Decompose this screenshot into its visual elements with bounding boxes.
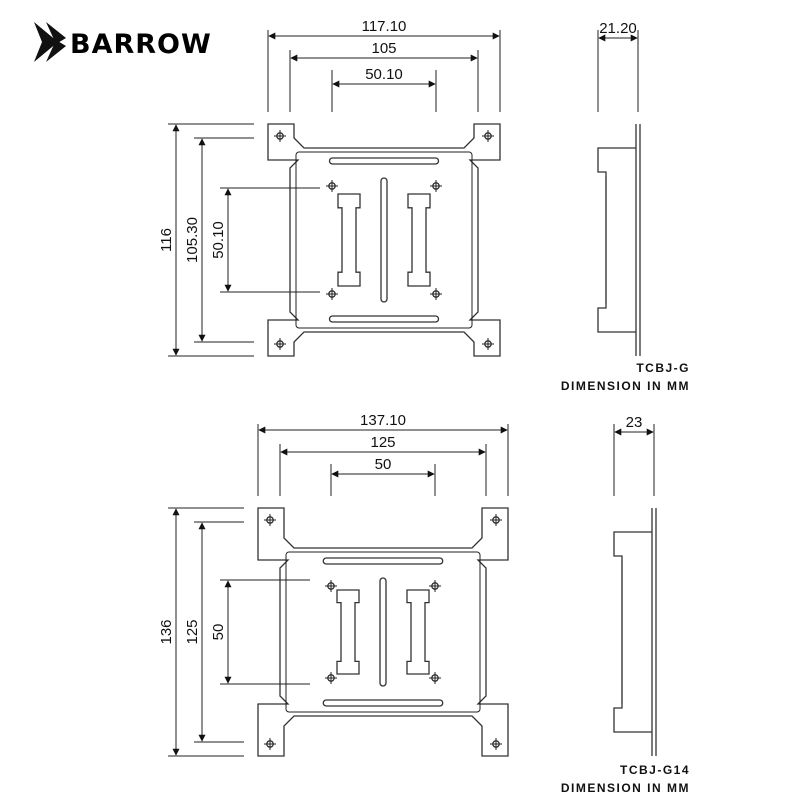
height-mid-label: 105.30 (184, 217, 201, 263)
height-overall-label: 136 (158, 619, 175, 644)
side-depth-label: 23 (626, 414, 643, 431)
width-mid-label: 125 (370, 434, 395, 451)
dimension-note: DIMENSION IN MM (561, 379, 690, 393)
height-inner-label: 50.10 (210, 221, 227, 259)
right-cutout (406, 589, 430, 675)
width-mid-label: 105 (371, 40, 396, 57)
left-cutout (336, 589, 360, 675)
barrow-emblem-icon (34, 22, 66, 62)
model-code: TCBJ-G14 (620, 763, 690, 777)
top-slot (322, 557, 444, 565)
plate-border (295, 151, 473, 329)
bottom-slot (322, 699, 444, 707)
bracket-outline (257, 507, 509, 757)
model-code: TCBJ-G (636, 361, 690, 375)
center-slot (380, 177, 388, 303)
width-inner-label: 50 (375, 456, 392, 473)
width-overall-label: 117.10 (362, 18, 407, 35)
barrow-logo: BARROW (34, 22, 212, 62)
brand-name: BARROW (70, 29, 212, 60)
center-slot (379, 577, 387, 687)
side-view-profile (613, 508, 657, 756)
right-cutout (407, 193, 431, 287)
width-overall-label: 137.10 (360, 412, 406, 429)
bracket-outline (267, 123, 501, 357)
side-view-profile (597, 124, 641, 356)
height-inner-label: 50 (210, 624, 227, 641)
top-slot (328, 157, 440, 165)
side-depth-label: 21.20 (599, 20, 637, 37)
height-mid-label: 125 (184, 619, 201, 644)
bottom-slot (328, 315, 440, 323)
width-inner-label: 50.10 (365, 66, 403, 83)
height-overall-label: 116 (158, 228, 175, 252)
dimension-note: DIMENSION IN MM (561, 781, 690, 795)
left-cutout (337, 193, 361, 287)
plate-border (285, 551, 481, 713)
